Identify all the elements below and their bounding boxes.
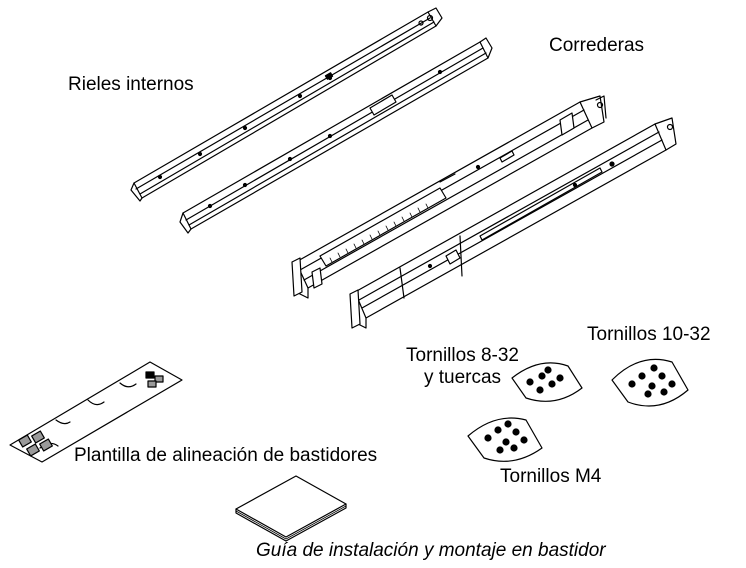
inner-rail-2 [179,37,493,234]
label-screws-8-32-line1: Tornillos 8-32 [406,345,519,366]
label-screws-m4: Tornillos M4 [500,466,602,487]
screw-bag-8-32 [511,362,583,402]
label-installation-guide: Guía de instalación y montaje en bastido… [256,540,606,561]
installation-guide-booklet [235,475,347,542]
label-screws-8-32-line2: y tuercas [423,367,502,388]
label-slides: Correderas [549,35,645,56]
screw-bag-10-32 [611,358,689,407]
label-alignment-template: Plantilla de alineación de bastidores [74,445,378,466]
label-inner-rails: Rieles internos [68,74,194,95]
slide-rail-1 [291,95,607,299]
label-screws-10-32: Tornillos 10-32 [587,324,711,345]
inner-rail-1 [130,7,443,202]
rack-alignment-template [9,361,183,463]
screw-bag-m4 [467,417,543,462]
label-screws-8-32: Tornillos 8-32 y tuercas [395,345,530,389]
slide-rail-2 [349,117,677,329]
